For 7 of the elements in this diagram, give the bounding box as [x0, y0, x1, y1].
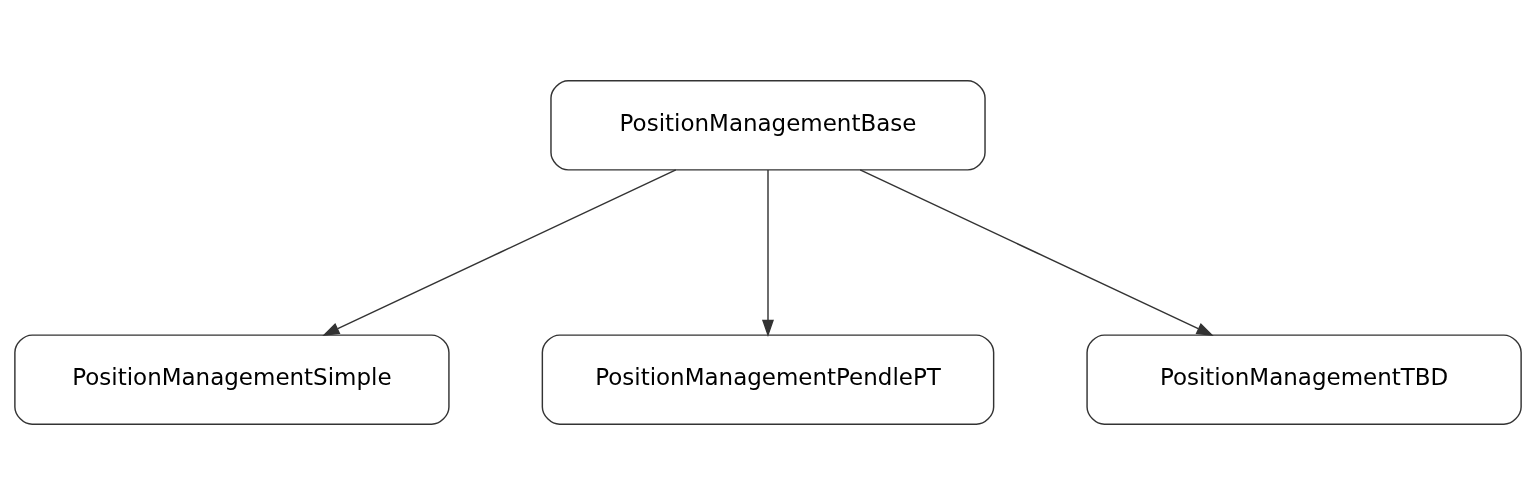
- arrow: [322, 168, 677, 336]
- arrow: [859, 168, 1214, 336]
- arrow: [761, 168, 775, 337]
- node-box: PositionManagementSimple: [14, 333, 450, 425]
- node-box: PositionManagementBase: [550, 79, 986, 171]
- node-box: PositionManagementTBD: [1086, 333, 1522, 425]
- node-box: PositionManagementPendlePT: [541, 333, 995, 425]
